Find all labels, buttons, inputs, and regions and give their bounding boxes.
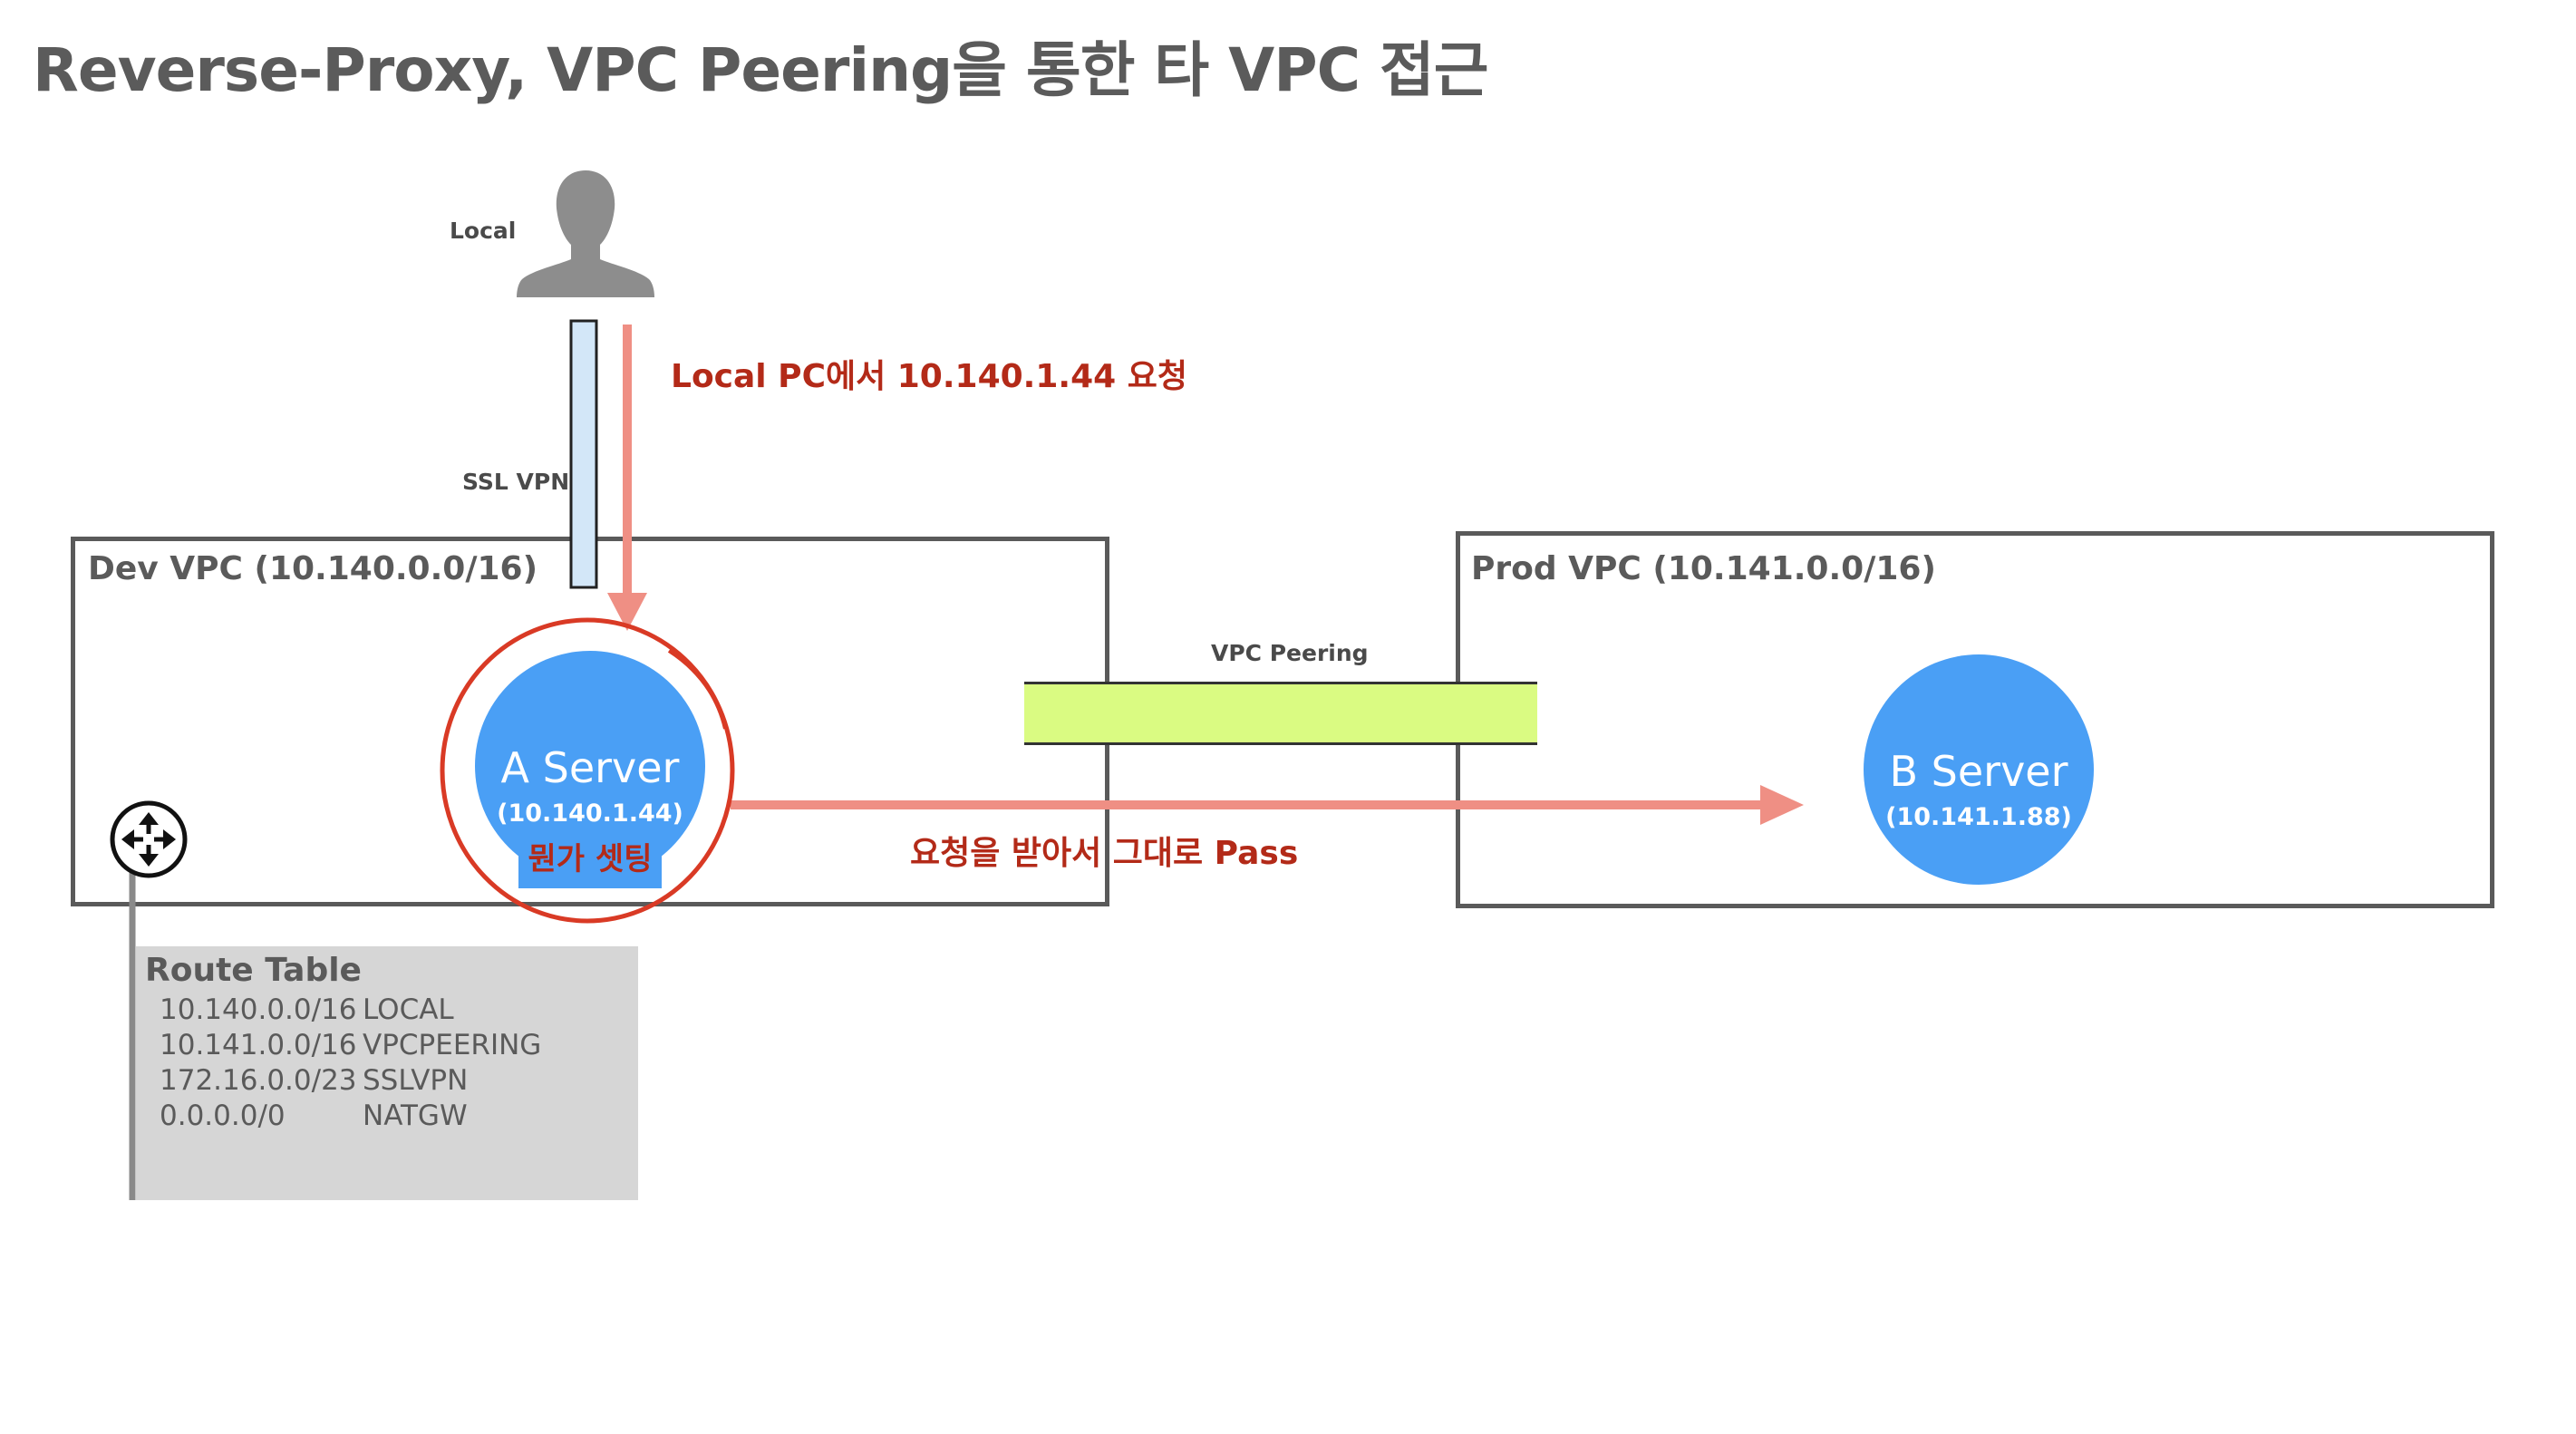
local-label: Local [450,218,517,244]
vpc-peering-bar [1024,682,1537,745]
a-server-note: 뭔가 셋팅 [518,836,662,888]
request-note: Local PC에서 10.140.1.44 요청 [671,358,1187,395]
a-server-name: A Server [500,743,680,792]
pass-note: 요청을 받아서 그대로 Pass [910,835,1299,872]
route-target: VPCPEERING [363,1029,542,1061]
page-title: Reverse-Proxy, VPC Peering을 통한 타 VPC 접근 [33,35,1488,105]
pass-arrow-head [1760,785,1804,825]
b-server-name: B Server [1889,747,2068,796]
prod-vpc-label: Prod VPC (10.141.0.0/16) [1471,550,1936,587]
dev-vpc-label: Dev VPC (10.140.0.0/16) [88,550,538,587]
ssl-vpn-label: SSL VPN [462,469,570,495]
route-table-title: Route Table [145,952,362,989]
route-cidr: 10.141.0.0/16 [160,1029,357,1061]
route-target: SSLVPN [363,1064,469,1097]
ssl-vpn-tunnel [569,319,598,589]
person-silhouette-icon [517,170,654,297]
b-server-ip: (10.141.1.88) [1885,803,2072,831]
route-cidr: 172.16.0.0/23 [160,1064,357,1097]
route-cidr: 0.0.0.0/0 [160,1100,286,1132]
router-icon [110,800,188,878]
b-server: B Server (10.141.1.88) [1864,654,2094,885]
request-arrow-head [607,593,647,631]
a-server-ip: (10.140.1.44) [497,799,683,828]
vpc-peering-label: VPC Peering [1211,640,1369,666]
route-row: 0.0.0.0/0 NATGW [160,1100,468,1132]
route-target: LOCAL [363,993,454,1026]
highlight-circle [440,617,735,924]
route-target: NATGW [363,1100,468,1132]
route-cidr: 10.140.0.0/16 [160,993,357,1026]
